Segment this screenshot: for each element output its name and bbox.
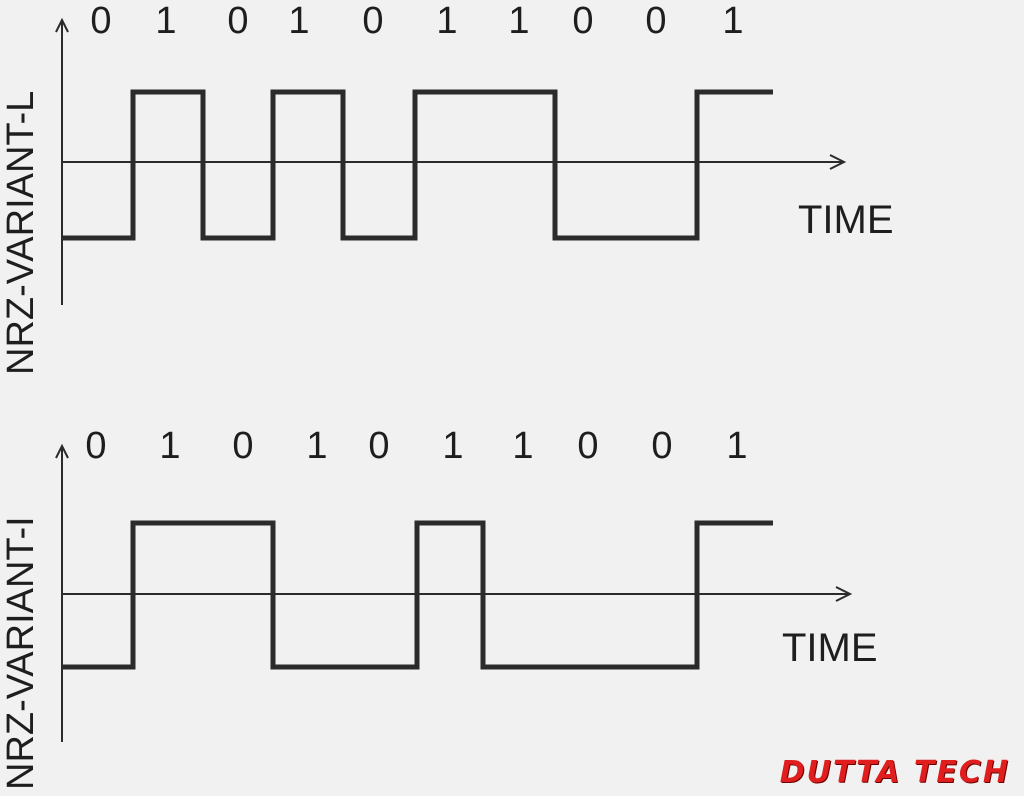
bit-label: 1	[159, 425, 180, 467]
bit-label: 1	[306, 425, 327, 467]
brand-logo: DUTTA TECH	[779, 755, 1010, 790]
bit-label: 1	[436, 0, 457, 42]
diagram-2-time-label: TIME	[782, 626, 878, 670]
bit-label: 0	[227, 0, 248, 42]
diagram-1-y-arrowhead	[55, 17, 69, 33]
bit-label: 0	[85, 425, 106, 467]
bit-label: 1	[722, 0, 743, 42]
bit-label: 0	[232, 425, 253, 467]
bit-label: 1	[288, 0, 309, 42]
bit-label: 0	[651, 425, 672, 467]
bit-label: 0	[90, 0, 111, 42]
diagram-1-ylabel: NRZ-VARIANT-L	[0, 91, 42, 375]
bit-label: 0	[368, 425, 389, 467]
diagram-2-y-arrowhead	[55, 443, 69, 459]
bit-label: 1	[155, 0, 176, 42]
bit-label: 1	[508, 0, 529, 42]
diagram-2-signal-waveform	[62, 520, 773, 670]
bit-label: 0	[362, 0, 383, 42]
diagram-2-time-arrowhead	[835, 586, 853, 602]
diagram-1-time-arrowhead	[829, 154, 847, 170]
bit-label: 1	[442, 425, 463, 467]
bit-label: 1	[726, 425, 747, 467]
diagram-1-time-label: TIME	[798, 198, 894, 242]
bit-label: 0	[577, 425, 598, 467]
bit-label: 0	[572, 0, 593, 42]
diagram-2-ylabel: NRZ-VARIANT-I	[0, 516, 42, 790]
bit-label: 0	[645, 0, 666, 42]
bit-label: 1	[512, 425, 533, 467]
diagram-1-signal-waveform	[62, 89, 773, 241]
